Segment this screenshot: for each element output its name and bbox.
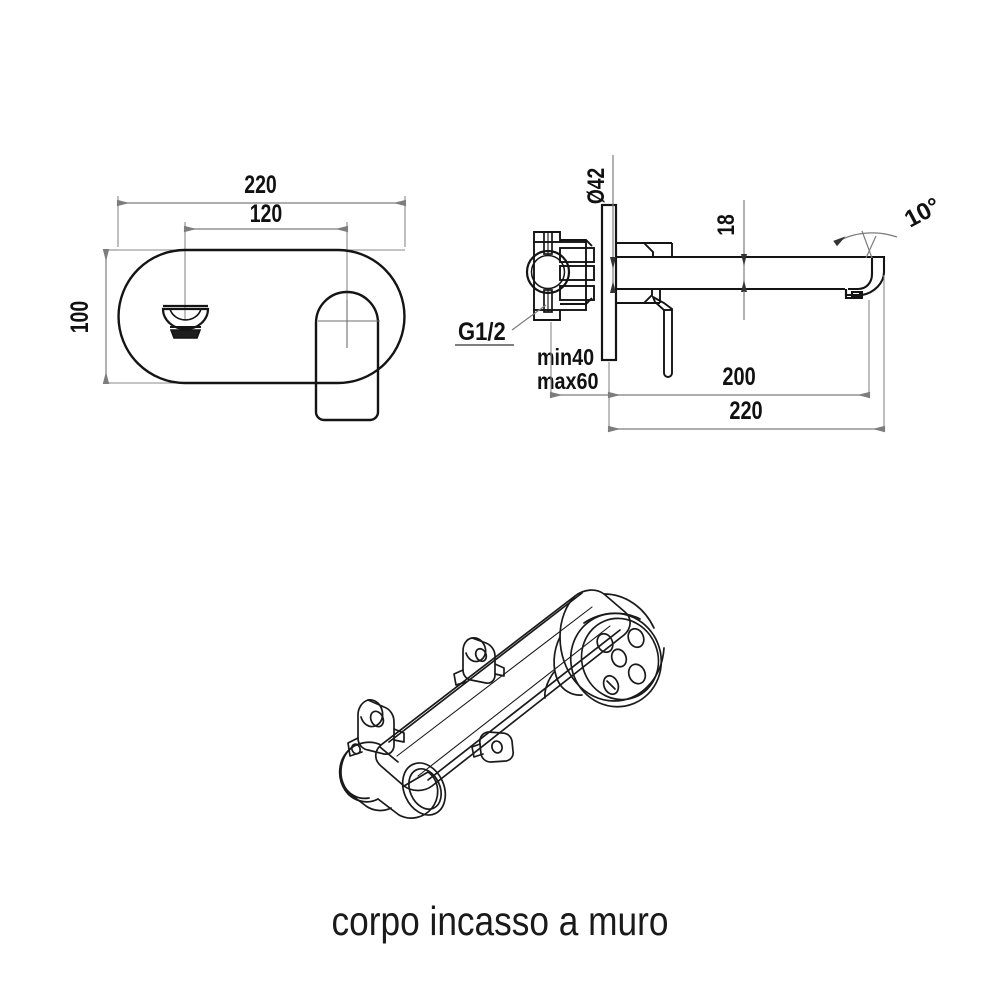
side-dim-220: 220	[607, 397, 886, 433]
note-wall-depth-min: min40	[537, 345, 594, 371]
spout-tube-section	[616, 241, 860, 305]
rough-in-body-isometric-view	[338, 589, 665, 819]
elbow-outlet-face	[401, 762, 447, 816]
cartridge-housing-top	[603, 593, 655, 629]
side-dim-d42-label: Ø42	[582, 168, 610, 204]
bracket-left-tab	[393, 728, 405, 743]
wall-plate-section	[600, 203, 618, 362]
cartridge-shoulder-crease	[544, 671, 555, 699]
front-dim-100-label: 100	[66, 301, 94, 334]
bracket-left-foot-hole	[350, 743, 362, 755]
note-thread-g12-label: G1/2	[458, 318, 506, 346]
body-tube-top-crease	[388, 592, 583, 743]
front-elevation-view: 220 120 100	[66, 171, 407, 422]
valve-gland-nut	[525, 231, 571, 313]
cartridge-housing-left	[559, 595, 665, 702]
side-dim-220-label: 220	[729, 397, 762, 425]
elbow-lower-crease	[344, 789, 392, 812]
bracket-mid-hole	[474, 647, 488, 663]
side-dim-10deg-label: 10°	[900, 192, 945, 233]
tube-centre-reference-b	[417, 625, 611, 777]
elbow-left-inner	[340, 750, 370, 800]
cartridge-port-lower-right	[627, 663, 647, 685]
bracket-mid-foot	[453, 669, 467, 686]
note-wall-depth-max: max60	[537, 369, 599, 395]
bracket-left-plate	[357, 699, 395, 755]
bracket-under-plate	[478, 731, 515, 763]
spout-nozzle	[844, 255, 886, 300]
cartridge-port-lower-left	[602, 674, 620, 696]
cartridge-rim-highlight	[583, 612, 641, 624]
front-dim-220: 220	[116, 171, 407, 207]
cartridge-port-upper-left	[596, 632, 614, 654]
bracket-mid-tab	[494, 663, 505, 677]
tube-centre-reference-a	[396, 606, 593, 757]
elbow-top-crease	[379, 746, 399, 763]
spout-root-transition	[643, 242, 673, 304]
side-dim-200: 200	[607, 363, 871, 399]
body-tube-bottom-crease	[427, 629, 621, 781]
cartridge-port-upper-right	[627, 627, 645, 649]
cartridge-shoulder	[553, 636, 583, 696]
bracket-mid-plate	[462, 637, 496, 684]
front-dim-120: 120	[183, 200, 349, 233]
side-dim-18-label: 18	[712, 214, 740, 235]
side-dim-200-label: 200	[722, 363, 755, 391]
valve-body-section	[533, 231, 595, 321]
lever-handle-side	[651, 294, 673, 378]
bracket-mid-boss	[465, 637, 487, 663]
lever-handle-front	[314, 290, 380, 422]
bracket-under-foot	[471, 743, 484, 758]
side-extension-lines	[550, 275, 885, 432]
drawing-caption: corpo incasso a muro	[332, 899, 669, 945]
side-section-view: Ø42 18 10° G1/2	[455, 155, 945, 433]
bracket-under-hole	[491, 740, 503, 754]
cartridge-port-slot-mark	[606, 680, 616, 690]
handle-centre-mark	[318, 300, 380, 348]
side-dim-10deg: 10°	[833, 192, 945, 259]
body-tube-outline	[374, 589, 631, 792]
side-dim-d42: Ø42	[582, 155, 617, 293]
escutcheon-outline	[117, 248, 406, 385]
front-dim-100: 100	[66, 248, 110, 385]
side-dim-18: 18	[712, 200, 748, 320]
front-dim-220-label: 220	[244, 171, 277, 199]
cartridge-port-centre	[610, 648, 628, 668]
cartridge-face-inner	[580, 617, 660, 701]
note-thread-g12: G1/2	[455, 304, 547, 346]
spout-outlet-front	[161, 304, 210, 339]
elbow-outlet-bore	[408, 768, 442, 810]
note-wall-depth: min40 max60	[537, 345, 599, 395]
front-dim-120-label: 120	[250, 200, 283, 228]
bracket-left-boss	[360, 699, 384, 728]
bracket-left-hole	[369, 710, 385, 728]
